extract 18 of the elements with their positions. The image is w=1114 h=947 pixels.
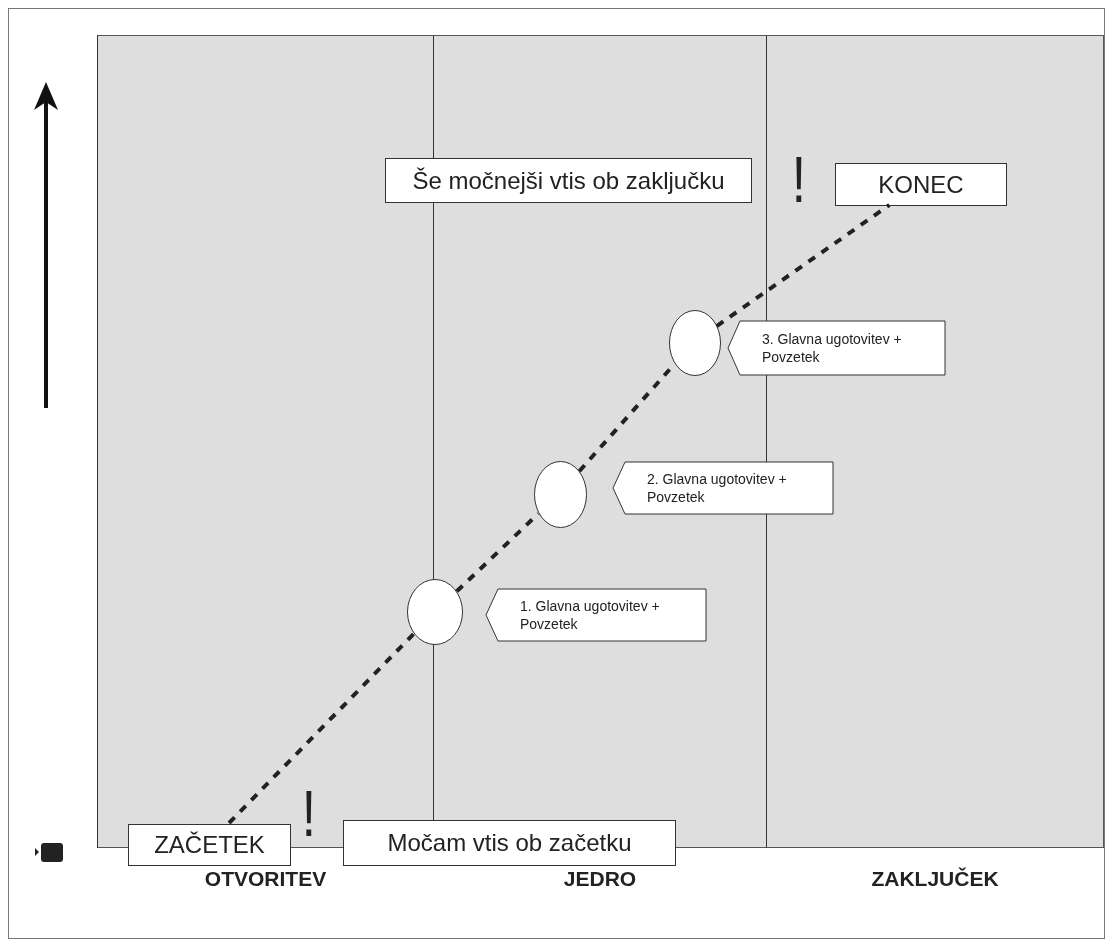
exclamation-mark: !	[791, 148, 806, 212]
dotted-connector	[715, 203, 891, 328]
callout-box: 2. Glavna ugotovitev + Povzetek	[613, 462, 833, 514]
column-heading: JEDRO	[562, 867, 638, 891]
dotted-connector	[455, 512, 540, 593]
column-heading: ZAKLJUČEK	[870, 867, 1000, 891]
milestone-circle	[669, 310, 721, 376]
text-box: Še močnejši vtis ob zaključku	[385, 158, 752, 203]
callout-box: 3. Glavna ugotovitev + Povzetek	[728, 321, 945, 375]
text-box: KONEC	[835, 163, 1007, 206]
exclamation-mark: !	[301, 782, 316, 846]
milestone-circle	[407, 579, 463, 645]
column-heading: OTVORITEV	[203, 867, 328, 891]
text-box: ZAČETEK	[128, 824, 291, 866]
text-box: Močam vtis ob začetku	[343, 820, 676, 866]
dotted-connector	[227, 632, 416, 825]
milestone-circle	[534, 461, 587, 528]
callout-box: 1. Glavna ugotovitev + Povzetek	[486, 589, 706, 641]
